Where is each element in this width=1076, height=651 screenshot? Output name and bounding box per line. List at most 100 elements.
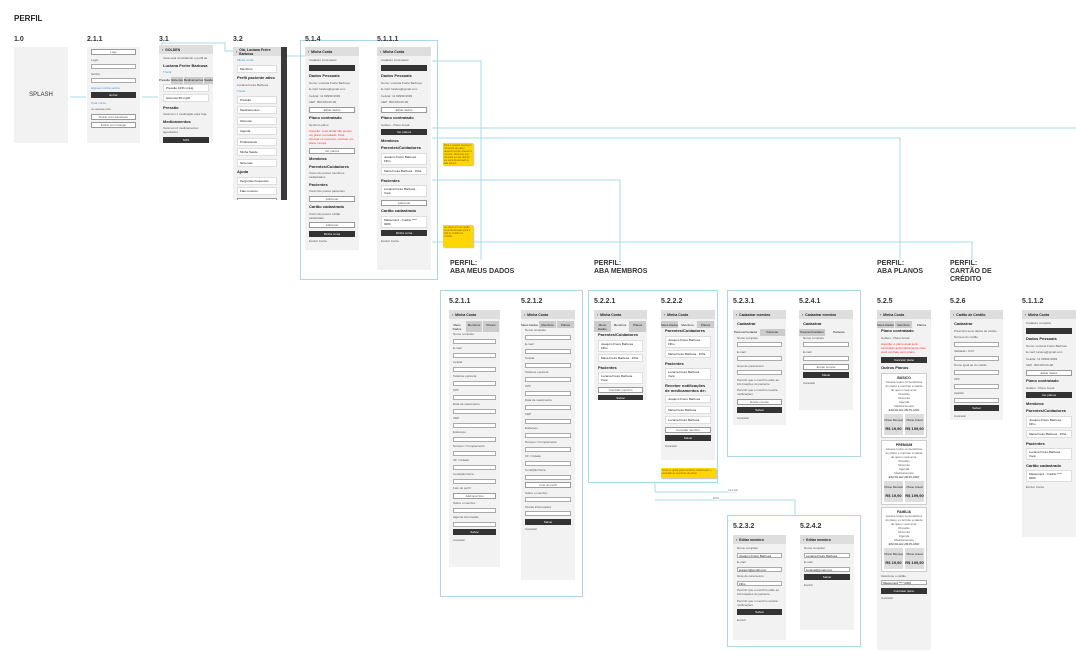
tab[interactable]: Membros	[895, 321, 913, 328]
button[interactable]: Foto do perfil	[525, 482, 571, 488]
text-input[interactable]	[525, 511, 571, 516]
tab[interactable]: Medicamentos	[183, 76, 205, 84]
text-input[interactable]	[453, 394, 496, 400]
primary-button[interactable]: Salvar	[665, 435, 711, 441]
text-input[interactable]	[453, 521, 496, 527]
link[interactable]: Minha conta	[237, 58, 254, 62]
list-item[interactable]: Luciana Freire Barbosa	[665, 416, 711, 424]
text-input[interactable]	[954, 369, 999, 375]
primary-button[interactable]: Contratar plano	[881, 587, 927, 594]
text-input[interactable]	[91, 78, 136, 83]
list-item[interactable]: Maria Freire Barbosa · Filha	[665, 350, 711, 358]
tab[interactable]: Membros	[679, 321, 697, 328]
text-input[interactable]: Joaquim Freire Barbosa	[737, 552, 782, 558]
text-input[interactable]	[525, 390, 571, 396]
text-input[interactable]	[453, 436, 496, 442]
text-input[interactable]	[453, 422, 496, 428]
list-item[interactable]: Minha Saúde	[237, 148, 277, 156]
text-input[interactable]	[453, 507, 496, 513]
list-item[interactable]: Luciana Freire Barbosa · Você	[665, 368, 711, 380]
list-item[interactable]: Joaquim Freire Barbosa · Filho	[598, 339, 643, 352]
primary-button[interactable]	[309, 64, 355, 71]
primary-button[interactable]: Ver planos	[381, 129, 427, 135]
primary-button[interactable]: Salvar	[737, 407, 782, 413]
tab[interactable]: Planos	[697, 321, 715, 328]
list-item[interactable]: Medicamentos	[237, 106, 277, 114]
text-input[interactable]	[525, 446, 571, 452]
tab[interactable]: Meus Dados	[521, 321, 539, 328]
list-item[interactable]: Membros	[237, 64, 277, 73]
back-chevron-icon[interactable]: ‹	[736, 312, 738, 317]
link[interactable]: Criar conta	[91, 100, 106, 105]
button[interactable]: Adicionar	[309, 195, 355, 202]
button[interactable]: Convidar membro	[598, 386, 643, 393]
back-chevron-icon[interactable]: ‹	[1025, 312, 1027, 317]
primary-button[interactable]: Salvar	[954, 405, 999, 411]
primary-button[interactable]: Salvar	[804, 574, 850, 580]
text-input[interactable]	[525, 404, 571, 410]
text-input[interactable]: joaquim@gmail.com	[737, 566, 782, 572]
button[interactable]: Entrar com Facebook	[91, 113, 136, 120]
text-input[interactable]	[453, 408, 496, 414]
list-item[interactable]: Maria Freire Barbosa	[665, 405, 711, 414]
primary-button[interactable]: SOS	[163, 136, 209, 143]
list-item[interactable]: Sintomas	[237, 158, 277, 167]
tab[interactable]: Planos	[483, 321, 500, 332]
button[interactable]: Adicionar foto	[453, 492, 496, 499]
text-input[interactable]	[954, 355, 999, 361]
back-chevron-icon[interactable]: ‹	[597, 312, 599, 317]
text-input[interactable]	[453, 380, 496, 386]
primary-button[interactable]: Minha conta	[309, 230, 355, 237]
back-chevron-icon[interactable]: ‹	[953, 312, 955, 317]
list-item[interactable]: Joaquim Freire Barbosa · Filho	[665, 335, 711, 348]
text-input[interactable]	[954, 397, 999, 403]
button[interactable]: Entrar com Google	[91, 122, 136, 128]
text-input[interactable]	[453, 478, 496, 484]
text-input[interactable]	[453, 338, 496, 344]
primary-button[interactable]	[381, 64, 427, 71]
back-chevron-icon[interactable]: ‹	[452, 312, 454, 317]
back-chevron-icon[interactable]: ‹	[664, 312, 666, 317]
primary-button[interactable]: Salvar	[737, 609, 782, 615]
button[interactable]: Sair	[237, 197, 277, 200]
list-item[interactable]: Fale conosco	[237, 187, 277, 195]
text-input[interactable]: Luciana Freire Barbosa	[804, 552, 850, 558]
back-chevron-icon[interactable]: ‹	[162, 47, 164, 52]
text-input[interactable]	[803, 356, 849, 361]
button[interactable]: Enviar convite	[737, 398, 782, 405]
list-item[interactable]: Luciana Freire Barbosa · Você	[381, 185, 427, 197]
text-input[interactable]	[453, 464, 496, 470]
link[interactable]: Esqueci minha senha	[91, 85, 120, 90]
text-input[interactable]	[453, 366, 496, 372]
list-item[interactable]: Joaquim Freire Barbosa · Filho	[1026, 415, 1072, 428]
link[interactable]: Trocar	[163, 70, 172, 74]
back-chevron-icon[interactable]: ‹	[803, 537, 805, 542]
list-item[interactable]: Joaquim Freire Barbosa · Filho	[381, 152, 427, 165]
list-item[interactable]: Pressão	[237, 95, 277, 104]
list-item[interactable]: Maria Freire Barbosa · Filha	[381, 167, 427, 175]
text-input[interactable]	[737, 342, 782, 347]
button[interactable]: Editar dados	[1026, 369, 1072, 376]
tab[interactable]: Saúde	[204, 76, 213, 84]
text-input[interactable]: Mastercard **** 0000	[881, 580, 927, 585]
list-item[interactable]: Joaquim Freire Barbosa	[665, 395, 711, 403]
primary-button[interactable]: Salvar	[803, 372, 849, 378]
list-item[interactable]: Profissionais	[237, 137, 277, 146]
button[interactable]: Editar dados	[309, 106, 355, 113]
tab[interactable]: Meus Dados	[877, 321, 895, 328]
button[interactable]: Convidar membro	[665, 426, 711, 433]
text-input[interactable]	[525, 362, 571, 368]
tab[interactable]: Pressão	[159, 76, 172, 84]
list-item[interactable]: Mastercard - Crédito **** 0000	[381, 215, 427, 228]
text-input[interactable]: Filho	[737, 580, 782, 586]
back-chevron-icon[interactable]: ‹	[802, 312, 804, 317]
primary-button[interactable]	[1026, 327, 1072, 334]
list-item[interactable]: Luciana Freire Barbosa · Você	[1026, 448, 1072, 460]
tab[interactable]: Parente/Cuidador	[733, 328, 760, 336]
text-input[interactable]	[91, 64, 136, 69]
text-input[interactable]	[525, 460, 571, 466]
text-input[interactable]	[737, 370, 782, 375]
